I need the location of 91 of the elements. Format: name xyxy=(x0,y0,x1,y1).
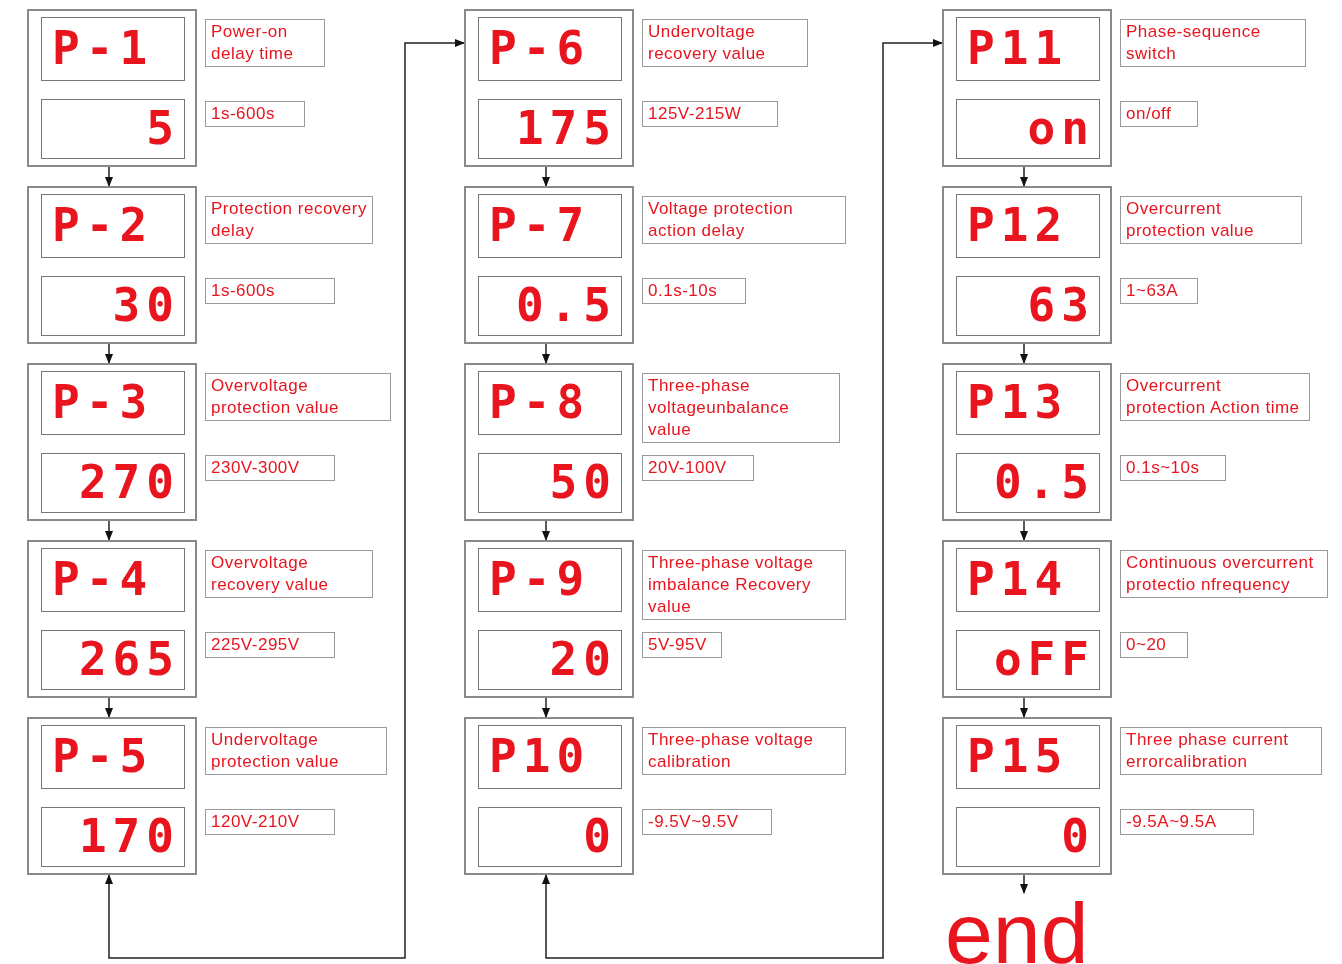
arrow xyxy=(105,697,113,718)
parameter-card xyxy=(27,363,197,521)
parameter-description: Overvoltage protection value xyxy=(205,373,391,421)
parameter-description: Three-phase voltageunbalance value xyxy=(642,373,840,443)
value-range: 0.1s~10s xyxy=(1120,455,1226,481)
arrow xyxy=(542,697,550,718)
parameter-description: Voltage protection action delay xyxy=(642,196,846,244)
parameter-code-display: P-8 xyxy=(478,371,622,435)
parameter-code-display: P13 xyxy=(956,371,1100,435)
parameter-description: Power-on delay time xyxy=(205,19,325,67)
arrow xyxy=(105,343,113,364)
arrow xyxy=(105,166,113,187)
value-range: 120V-210V xyxy=(205,809,335,835)
arrow xyxy=(1020,343,1028,364)
parameter-code-display: P14 xyxy=(956,548,1100,612)
value-range: 230V-300V xyxy=(205,455,335,481)
parameter-value-display: 30 xyxy=(41,276,185,336)
parameter-code-display: P-2 xyxy=(41,194,185,258)
parameter-card xyxy=(464,9,634,167)
arrow xyxy=(1020,520,1028,541)
parameter-value-display: oFF xyxy=(956,630,1100,690)
parameter-card xyxy=(27,540,197,698)
arrow xyxy=(1020,697,1028,718)
parameter-card xyxy=(942,540,1112,698)
value-range: 0~20 xyxy=(1120,632,1188,658)
parameter-description: Three-phase voltage calibration xyxy=(642,727,846,775)
parameter-card xyxy=(942,9,1112,167)
value-range: 1s-600s xyxy=(205,278,335,304)
value-range: -9.5V~9.5V xyxy=(642,809,772,835)
parameter-value-display: 0.5 xyxy=(956,453,1100,513)
value-range: 5V-95V xyxy=(642,632,722,658)
arrow xyxy=(542,39,943,959)
arrow xyxy=(105,39,465,959)
parameter-value-display: 63 xyxy=(956,276,1100,336)
parameter-value-display: 50 xyxy=(478,453,622,513)
parameter-value-display: 20 xyxy=(478,630,622,690)
end-label: end xyxy=(945,893,1089,964)
parameter-card xyxy=(464,186,634,344)
parameter-code-display: P15 xyxy=(956,725,1100,789)
arrow xyxy=(542,166,550,187)
parameter-code-display: P-5 xyxy=(41,725,185,789)
parameter-code-display: P-6 xyxy=(478,17,622,81)
parameter-card xyxy=(464,717,634,875)
value-range: on/off xyxy=(1120,101,1198,127)
arrow xyxy=(1020,166,1028,187)
arrow xyxy=(1020,874,1028,894)
parameter-value-display: 265 xyxy=(41,630,185,690)
value-range: 1s-600s xyxy=(205,101,305,127)
parameter-description: Phase-sequence switch xyxy=(1120,19,1306,67)
parameter-card xyxy=(464,540,634,698)
parameter-code-display: P-7 xyxy=(478,194,622,258)
parameter-description: Overvoltage recovery value xyxy=(205,550,373,598)
parameter-card xyxy=(942,186,1112,344)
parameter-value-display: on xyxy=(956,99,1100,159)
value-range: 20V-100V xyxy=(642,455,754,481)
parameter-value-display: 0 xyxy=(478,807,622,867)
parameter-description: Overcurrent protection value xyxy=(1120,196,1302,244)
parameter-code-display: P-9 xyxy=(478,548,622,612)
parameter-card xyxy=(942,717,1112,875)
value-range: -9.5A~9.5A xyxy=(1120,809,1254,835)
parameter-card xyxy=(942,363,1112,521)
parameter-code-display: P10 xyxy=(478,725,622,789)
parameter-card xyxy=(464,363,634,521)
parameter-value-display: 0 xyxy=(956,807,1100,867)
parameter-code-display: P-1 xyxy=(41,17,185,81)
parameter-card xyxy=(27,9,197,167)
arrow xyxy=(542,520,550,541)
parameter-code-display: P-3 xyxy=(41,371,185,435)
parameter-description: Undervoltage protection value xyxy=(205,727,387,775)
parameter-card xyxy=(27,186,197,344)
value-range: 1~63A xyxy=(1120,278,1198,304)
parameter-value-display: 0.5 xyxy=(478,276,622,336)
parameter-description: Continuous overcurrent protectio nfrequency xyxy=(1120,550,1328,598)
value-range: 225V-295V xyxy=(205,632,335,658)
parameter-code-display: P12 xyxy=(956,194,1100,258)
parameter-value-display: 5 xyxy=(41,99,185,159)
parameter-card xyxy=(27,717,197,875)
parameter-description: Three phase current errorcalibration xyxy=(1120,727,1322,775)
parameter-code-display: P11 xyxy=(956,17,1100,81)
arrow xyxy=(105,520,113,541)
value-range: 0.1s-10s xyxy=(642,278,746,304)
parameter-value-display: 170 xyxy=(41,807,185,867)
arrow xyxy=(542,343,550,364)
parameter-value-display: 175 xyxy=(478,99,622,159)
parameter-description: Undervoltage recovery value xyxy=(642,19,808,67)
parameter-description: Three-phase voltage imbalance Recovery value xyxy=(642,550,846,620)
parameter-value-display: 270 xyxy=(41,453,185,513)
value-range: 125V-215W xyxy=(642,101,778,127)
parameter-code-display: P-4 xyxy=(41,548,185,612)
parameter-description: Overcurrent protection Action time xyxy=(1120,373,1310,421)
parameter-description: Protection recovery delay xyxy=(205,196,373,244)
